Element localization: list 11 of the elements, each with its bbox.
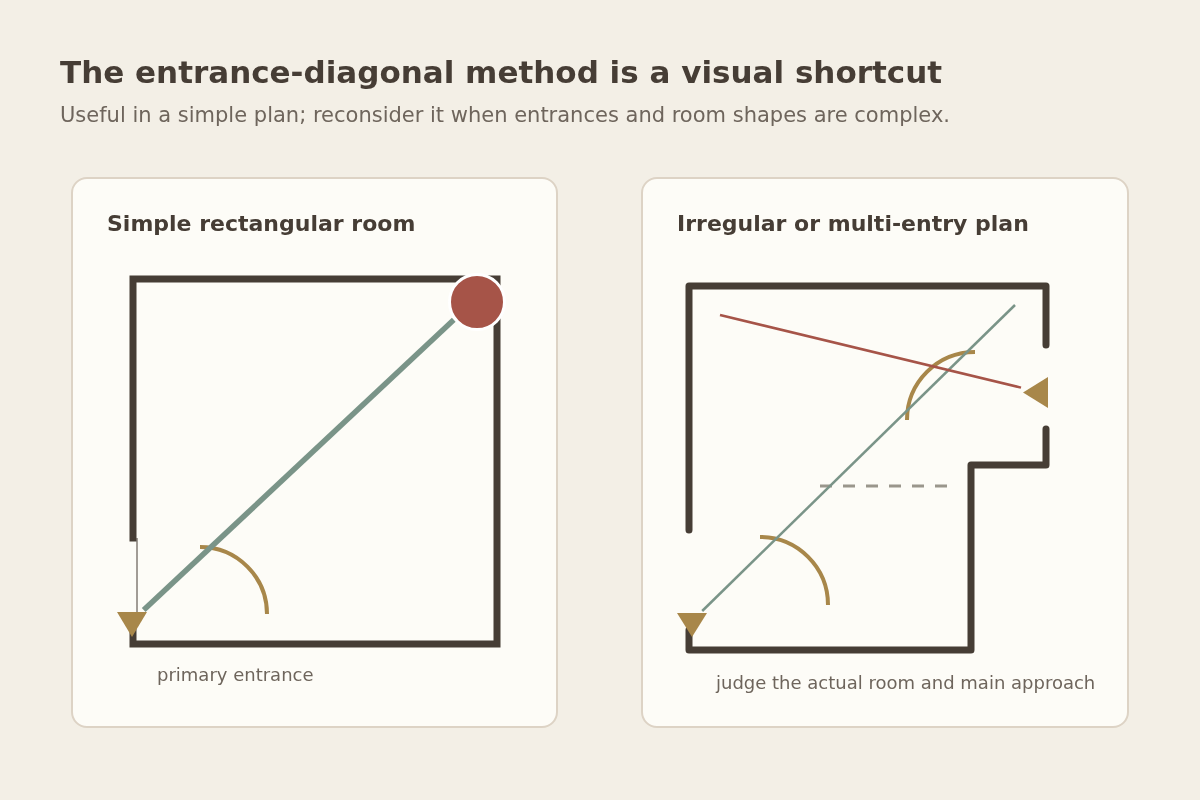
plan-card <box>641 177 1129 728</box>
plan-caption: judge the actual room and main approach <box>716 672 1096 694</box>
plan-card <box>71 177 558 728</box>
marker-caption: primary entrance <box>157 664 314 686</box>
page-title: The entrance-diagonal method is a visual shortcut <box>60 55 943 91</box>
card-heading: Irregular or multi-entry plan <box>677 211 1029 238</box>
diagonal-line <box>719 313 1022 389</box>
diagonal-line <box>701 304 1016 612</box>
diagonal-line <box>141 317 456 612</box>
page-subtitle: Useful in a simple plan; reconsider it when entrances and room shapes are complex. <box>60 103 950 129</box>
card-heading: Simple rectangular room <box>107 211 416 238</box>
